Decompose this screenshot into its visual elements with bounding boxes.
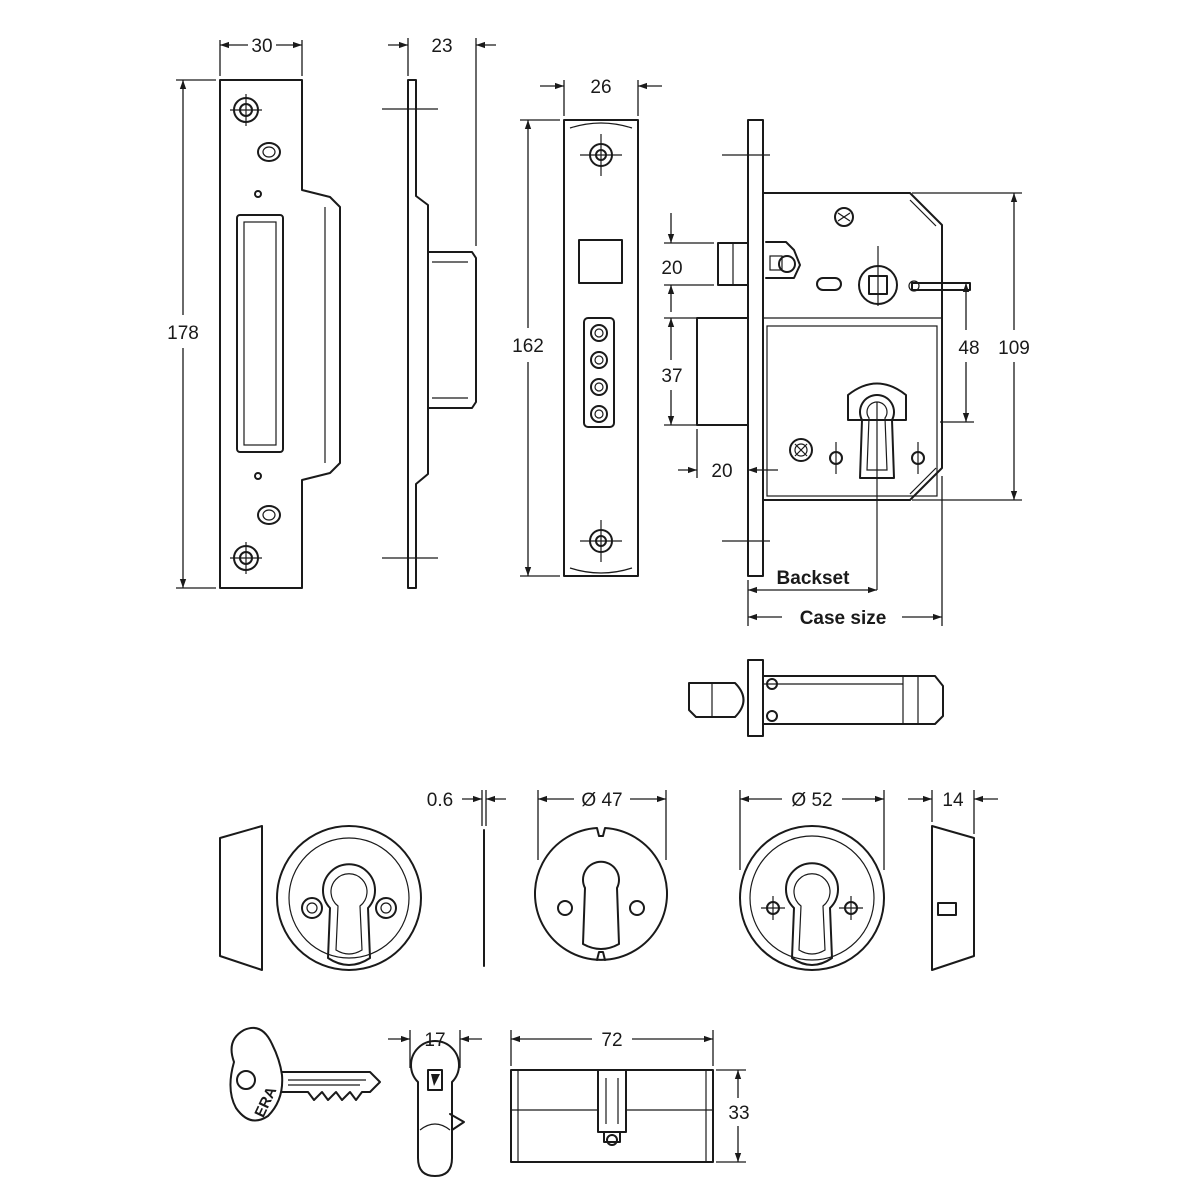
dim-strike-height: 178 <box>167 79 216 589</box>
label-0-6: 0.6 <box>427 790 453 811</box>
dim-strike-depth: 23 <box>388 36 496 246</box>
label-162: 162 <box>512 336 544 357</box>
forend-plate-front <box>563 119 639 577</box>
strike-screw-hole-bottom <box>230 542 262 574</box>
forend-screw-hole-bottom <box>580 520 622 562</box>
case-screw-bottom <box>789 438 813 462</box>
label-26: 26 <box>590 77 611 98</box>
label-14: 14 <box>942 790 964 811</box>
dim-escutcheon-52: Ø 52 <box>739 790 885 870</box>
forend-bolt-rollers <box>590 324 608 423</box>
cylinder-cutout <box>847 382 907 479</box>
label-30: 30 <box>251 36 272 57</box>
escutcheon-plate-47 <box>534 827 668 961</box>
dim-case-size: Case size <box>748 608 942 629</box>
label-37: 37 <box>661 366 682 387</box>
lock-body-top-view <box>688 659 944 737</box>
dim-cylinder-height: 33 <box>716 1069 750 1163</box>
label-33: 33 <box>728 1103 749 1124</box>
lock-body <box>717 119 971 590</box>
escutcheon-side-right <box>931 825 975 971</box>
strike-screw-hole-top <box>230 94 262 126</box>
label-dia-47: Ø 47 <box>581 790 622 811</box>
key: ERA <box>229 1026 381 1122</box>
key-brand-text: ERA <box>252 1084 281 1120</box>
label-178: 178 <box>167 323 199 344</box>
escutcheon-front-left <box>276 825 422 971</box>
dim-bolt-height: 37 <box>661 317 749 426</box>
dim-cylinder-face: 17 <box>388 1030 482 1068</box>
dim-escutcheon-47: Ø 47 <box>537 790 667 860</box>
label-48: 48 <box>958 338 979 359</box>
label-72: 72 <box>601 1030 622 1051</box>
label-20-latch: 20 <box>661 258 682 279</box>
dim-bolt-offset: 20 <box>678 429 778 482</box>
label-20-offset: 20 <box>711 461 732 482</box>
escutcheon-side-left <box>219 825 263 971</box>
euro-cylinder-side <box>510 1069 714 1163</box>
dim-cylinder-length: 72 <box>510 1030 714 1066</box>
dim-forend-width: 26 <box>540 77 662 116</box>
forend-screw-hole-top <box>580 134 622 176</box>
dim-latch-height: 20 <box>661 213 714 312</box>
label-17: 17 <box>424 1030 445 1051</box>
follower-spindle <box>858 246 898 306</box>
label-23: 23 <box>431 36 452 57</box>
dim-forend-height: 162 <box>512 119 560 577</box>
dim-escutcheon-thickness: 0.6 <box>427 790 506 967</box>
label-109: 109 <box>998 338 1030 359</box>
label-case-size: Case size <box>800 608 887 629</box>
escutcheon-plate-52 <box>739 825 885 971</box>
dim-escutcheon-depth: 14 <box>908 790 998 834</box>
dim-backset: Backset <box>747 476 943 626</box>
strike-plate-front <box>219 79 341 589</box>
label-dia-52: Ø 52 <box>791 790 832 811</box>
cylinder-face <box>410 1040 465 1177</box>
dim-centres: 48 <box>940 283 980 423</box>
strike-plate-side <box>382 79 477 589</box>
dim-strike-width: 30 <box>219 36 303 76</box>
dim-case-height: 109 <box>912 192 1030 501</box>
label-backset: Backset <box>777 568 851 589</box>
case-screw-top <box>834 207 854 227</box>
